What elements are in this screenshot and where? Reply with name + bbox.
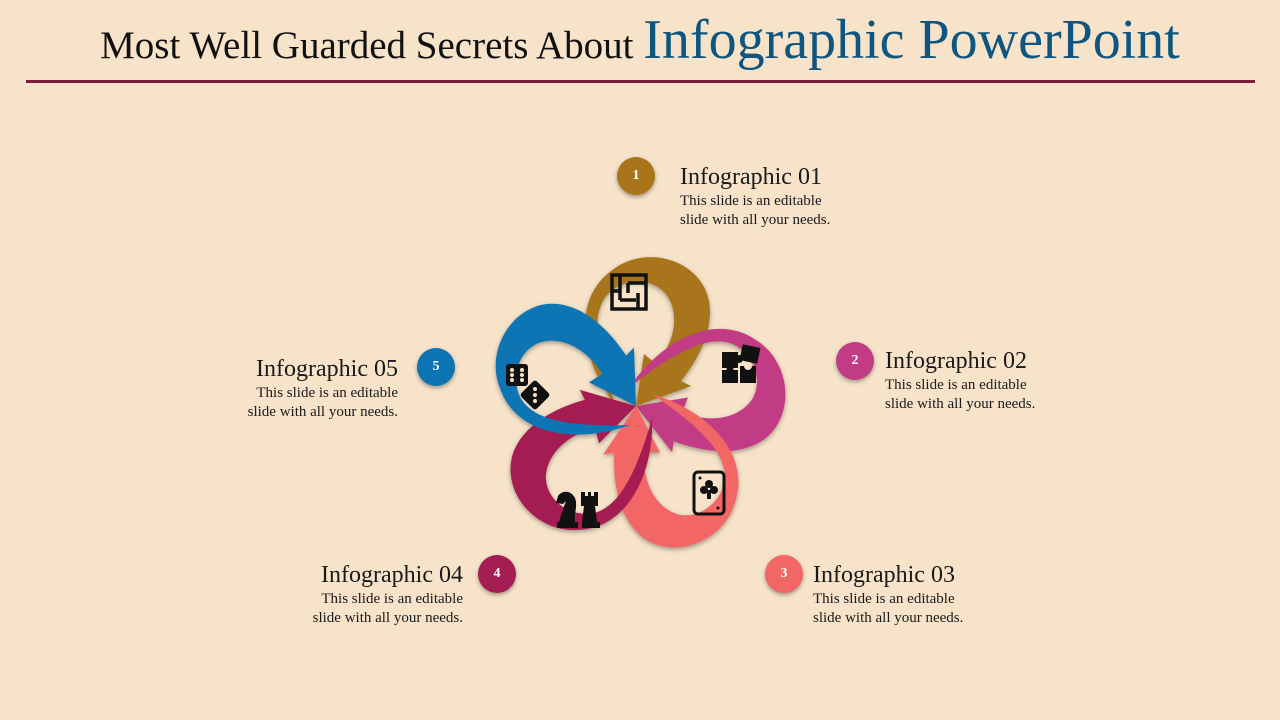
info-heading: Infographic 03 <box>813 562 955 588</box>
info-description-line-1: This slide is an editable <box>321 591 463 607</box>
step-number: 1 <box>632 168 640 183</box>
title-part-1: Most Well Guarded Secrets About <box>100 24 644 67</box>
title-part-2: Infographic PowerPoint <box>643 9 1180 71</box>
step-badge-4: 4 <box>478 555 516 593</box>
chess-pieces-icon <box>556 491 600 528</box>
step-badge-5: 5 <box>417 348 455 386</box>
step-number: 3 <box>780 566 788 581</box>
info-block-4: Infographic 04 This slide is an editable… <box>203 562 463 628</box>
info-block-1: Infographic 01 This slide is an editable… <box>680 164 940 230</box>
info-block-3: Infographic 03 This slide is an editable… <box>813 562 1073 628</box>
info-description-line-2: slide with all your needs. <box>680 212 831 228</box>
info-description-line-2: slide with all your needs. <box>247 404 398 420</box>
info-heading: Infographic 05 <box>256 356 398 382</box>
info-heading: Infographic 01 <box>680 164 822 190</box>
maze-icon <box>610 273 648 311</box>
info-block-5: Infographic 05 This slide is an editable… <box>138 356 398 422</box>
info-description-line-1: This slide is an editable <box>256 385 398 401</box>
info-description-line-2: slide with all your needs. <box>312 610 463 626</box>
info-description-line-1: This slide is an editable <box>680 193 822 209</box>
info-description-line-2: slide with all your needs. <box>813 610 964 626</box>
info-description-line-1: This slide is an editable <box>885 377 1027 393</box>
dice-icon <box>506 364 550 410</box>
step-badge-1: 1 <box>617 157 655 195</box>
step-badge-2: 2 <box>836 342 874 380</box>
step-number: 4 <box>493 566 501 581</box>
info-heading: Infographic 02 <box>885 348 1027 374</box>
step-number: 5 <box>432 359 440 374</box>
playing-card-icon <box>692 470 726 516</box>
title-underline <box>26 80 1255 83</box>
info-description-line-1: This slide is an editable <box>813 591 955 607</box>
step-badge-3: 3 <box>765 555 803 593</box>
info-block-2: Infographic 02 This slide is an editable… <box>885 348 1145 414</box>
info-heading: Infographic 04 <box>321 562 463 588</box>
puzzle-icon <box>722 344 761 383</box>
slide-title: Most Well Guarded Secrets About Infograp… <box>0 8 1280 72</box>
info-description-line-2: slide with all your needs. <box>885 396 1036 412</box>
step-number: 2 <box>851 353 859 368</box>
